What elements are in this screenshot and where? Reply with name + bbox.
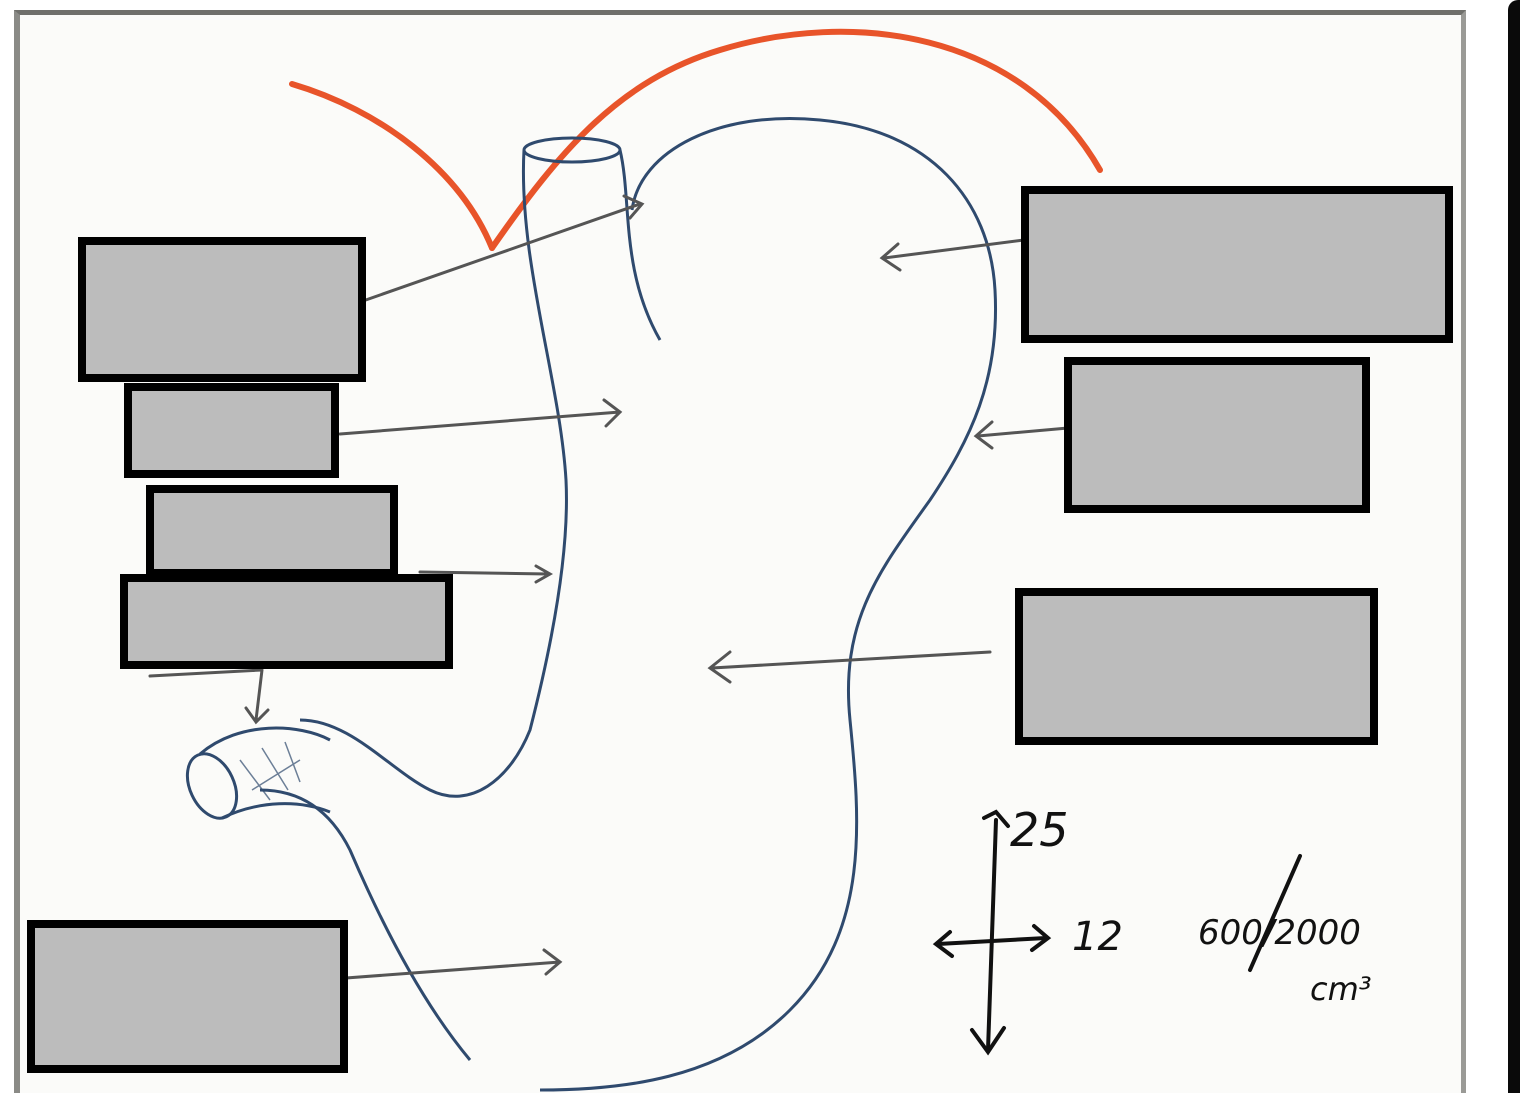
arrow-antrum — [344, 948, 563, 980]
arrow-cardia — [358, 194, 645, 304]
arrow-body — [707, 650, 992, 684]
stomach-greater-curvature — [539, 117, 998, 1092]
vertical-measure-text: 25 — [1010, 803, 1069, 857]
label-box-top-left[interactable] — [78, 237, 366, 382]
capacity-unit-text: cm³ — [1310, 970, 1372, 1008]
arrow-body-upper — [338, 398, 623, 436]
label-box-right-2[interactable] — [1064, 357, 1370, 513]
esophagus-right-wall — [618, 149, 662, 341]
pylorus-tube — [199, 726, 331, 820]
label-box-bottom-left[interactable] — [27, 920, 348, 1073]
horizontal-measure-text: 12 — [1072, 914, 1123, 960]
pylorus-opening — [185, 752, 239, 820]
capacity-text: 600/2000 — [1198, 913, 1361, 953]
pylorus-hatching — [239, 741, 301, 801]
stomach-lesser-curvature — [299, 149, 568, 798]
arrow-lesser-curvature — [418, 564, 554, 584]
stomach-lower-wall — [259, 788, 472, 1061]
label-box-left-3[interactable] — [146, 485, 398, 577]
arrow-fundus — [879, 238, 1026, 272]
label-box-left-2[interactable] — [124, 383, 339, 478]
label-box-right-3[interactable] — [1015, 588, 1378, 745]
label-box-top-right[interactable] — [1021, 186, 1453, 343]
diaphragm-right-curve — [489, 28, 1103, 251]
frame-edge — [1508, 0, 1520, 1093]
pointer-arrows — [148, 194, 1070, 980]
dimension-cross — [932, 809, 1302, 1056]
label-box-left-4[interactable] — [120, 574, 453, 669]
diaphragm-left-curve — [289, 81, 495, 251]
arrow-pylorus — [148, 668, 270, 725]
arrow-greater-curvature — [973, 420, 1070, 450]
